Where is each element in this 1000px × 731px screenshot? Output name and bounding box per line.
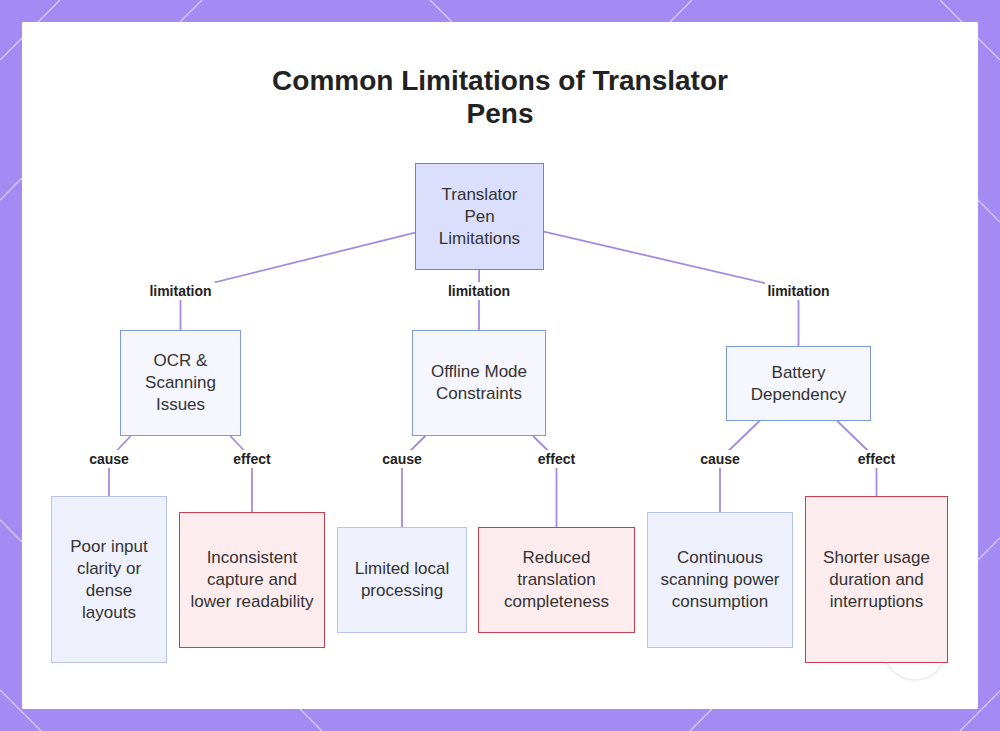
white-panel (22, 22, 978, 709)
edge-label: limitation (764, 282, 832, 300)
cause-box: Continuous scanning power consumption (647, 512, 793, 648)
cause-box: Limited local processing (337, 527, 467, 633)
edge-label: limitation (445, 282, 513, 300)
node-text: Poor input clarity or dense layouts (62, 536, 156, 624)
node-text: Continuous scanning power consumption (658, 547, 782, 613)
category-box: Battery Dependency (726, 346, 871, 421)
category-box: OCR & Scanning Issues (120, 330, 241, 436)
edge-label: cause (379, 450, 425, 468)
root-box: Translator Pen Limitations (415, 163, 544, 270)
node-text: Limited local processing (348, 558, 456, 602)
node-text: Offline Mode Constraints (423, 361, 535, 405)
effect-box: Inconsistent capture and lower readabili… (179, 512, 325, 648)
edge-label: cause (86, 450, 132, 468)
cause-box: Poor input clarity or dense layouts (51, 496, 167, 663)
connector-line (181, 233, 416, 330)
connector-line (478, 270, 480, 330)
edge-label: effect (855, 450, 898, 468)
node-text: Shorter usage duration and interruptions (816, 547, 937, 613)
edge-label: effect (230, 450, 273, 468)
category-box: Offline Mode Constraints (412, 330, 546, 436)
node-text: Inconsistent capture and lower readabili… (190, 547, 314, 613)
node-text: Reduced translation completeness (489, 547, 624, 613)
edge-label: limitation (146, 282, 214, 300)
connector-line (544, 232, 799, 346)
edge-label: effect (535, 450, 578, 468)
node-text: OCR & Scanning Issues (131, 350, 230, 416)
effect-box: Shorter usage duration and interruptions (805, 496, 948, 663)
diagram-title: Common Limitations of Translator Pens (240, 64, 760, 130)
node-text: Translator Pen Limitations (426, 184, 533, 250)
connector-line (230, 436, 252, 512)
node-text: Battery Dependency (737, 362, 860, 406)
edge-label: cause (697, 450, 743, 468)
effect-box: Reduced translation completeness (478, 527, 635, 633)
